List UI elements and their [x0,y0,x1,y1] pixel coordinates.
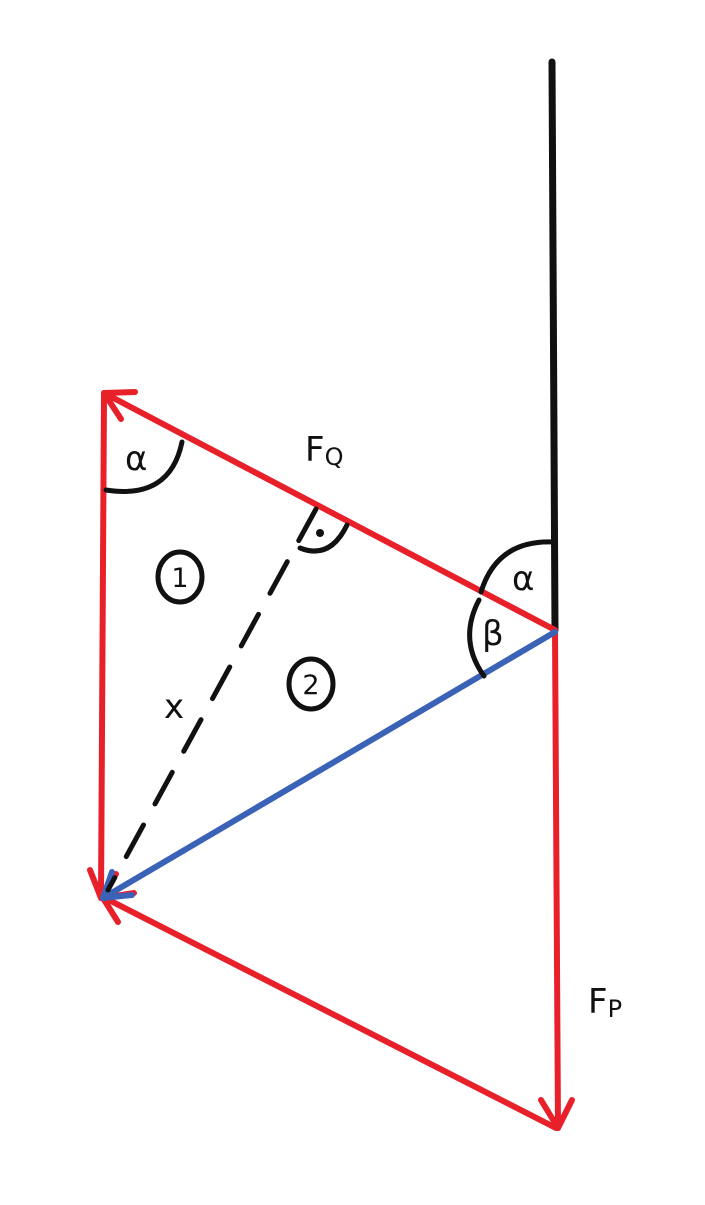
alpha-right-label: α [512,559,534,599]
fp-vector [552,627,561,1131]
angle-alpha-right-arc [478,539,556,595]
right-angle-icon [297,522,350,554]
fq-label-sub: Q [325,443,344,471]
region-2-label: 2 [302,670,319,701]
fq-vector [101,390,558,633]
left-vertical-vector [98,392,107,901]
fq-label: FQ [305,430,343,471]
height-line-x [105,506,319,893]
bottom-red-vector [102,895,559,1131]
beta-label: β [482,614,504,654]
right-angle-dot [316,529,324,537]
region-2-circle [286,656,336,712]
angle-alpha-top-arc [103,439,185,494]
fq-arrowhead [101,389,138,422]
angle-beta-arc [467,597,487,679]
resultant-arrowhead [100,869,135,901]
fp-label-sub: P [608,995,622,1023]
alpha-top-label: α [125,439,147,479]
fp-label-main: F [588,982,608,1022]
region-1-circle [155,549,205,605]
fp-label: FP [588,982,622,1023]
x-label: x [164,687,184,727]
wall-line [548,58,559,634]
region-1-label: 1 [171,563,188,594]
fq-label-main: F [305,430,325,470]
resultant-vector [100,629,558,901]
